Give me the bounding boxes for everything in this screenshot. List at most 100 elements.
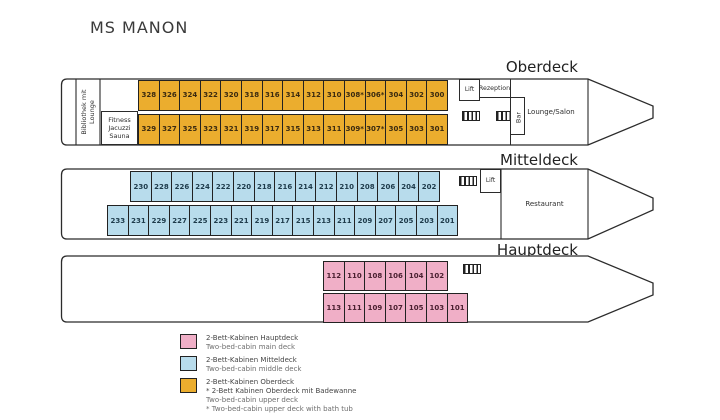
cabin: 326: [158, 79, 181, 111]
cabin: 327: [158, 113, 181, 145]
cabin: 110: [343, 261, 366, 291]
cabin: 213: [312, 205, 335, 236]
cabin: 233: [107, 205, 129, 236]
room-lift-mitteldeck: Lift: [480, 169, 501, 193]
cabin: 215: [292, 205, 314, 236]
room-fitness: Fitness Jacuzzi Sauna: [101, 111, 138, 145]
cabin: 205: [395, 205, 417, 236]
cabin: 304: [385, 79, 407, 111]
cabin: 323: [199, 113, 222, 145]
cabin: 225: [189, 205, 211, 236]
cabin: 301: [426, 113, 448, 145]
deck-oberdeck: Bibliothek mit Lounge Fitness Jacuzzi Sa…: [60, 78, 656, 146]
legend-line: * 2-Bett Kabinen Oberdeck mit Badewanne: [206, 387, 357, 395]
ship-title: MS MANON: [90, 18, 189, 37]
cabin: 306*: [364, 79, 387, 111]
cabin: 307*: [364, 113, 387, 145]
cabin: 305: [385, 113, 407, 145]
deck-label-mitteldeck: Mitteldeck: [500, 151, 578, 169]
cabin: 220: [232, 171, 255, 202]
cabin: 329: [138, 113, 160, 145]
cabin: 312: [302, 79, 325, 111]
room-bibliothek-label: Bibliothek mit Lounge: [79, 89, 96, 135]
cabin: 310: [323, 79, 345, 111]
cabin: 302: [405, 79, 428, 111]
cabin: 230: [130, 171, 152, 202]
stairs-icon: [463, 264, 481, 274]
legend-swatch-hauptdeck: [180, 334, 197, 349]
cabin: 221: [230, 205, 253, 236]
cabin: 201: [436, 205, 459, 236]
legend-swatch-oberdeck: [180, 378, 197, 393]
cabin: 106: [384, 261, 407, 291]
room-rezeption: Rezeption: [479, 79, 510, 98]
legend-line: 2-Bett-Kabinen Oberdeck: [206, 378, 295, 386]
room-bibliothek: Bibliothek mit Lounge: [76, 79, 100, 145]
cabin: 229: [148, 205, 170, 236]
deck-label-oberdeck: Oberdeck: [505, 58, 578, 76]
room-restaurant: Restaurant: [525, 200, 564, 208]
cabin: 318: [240, 79, 263, 111]
cabin: 204: [397, 171, 420, 202]
cabin: 217: [271, 205, 294, 236]
cabin: 209: [354, 205, 376, 236]
cabin: 202: [418, 171, 440, 202]
deck-label-hauptdeck: Hauptdeck: [496, 241, 578, 259]
cabin: 317: [261, 113, 284, 145]
cabin: 216: [274, 171, 296, 202]
cabin: 109: [364, 293, 386, 323]
legend-line: * Two-bed-cabin upper deck with bath tub: [206, 405, 353, 413]
cabin: 303: [405, 113, 428, 145]
cabin: 224: [191, 171, 214, 202]
cabin: 203: [415, 205, 438, 236]
cabin: 218: [253, 171, 276, 202]
cabin: 226: [171, 171, 193, 202]
legend-line: Two-bed-cabin main deck: [206, 343, 296, 351]
cabin: 101: [446, 293, 469, 323]
cabin: 211: [333, 205, 356, 236]
cabin: 212: [315, 171, 337, 202]
cabin: 231: [127, 205, 150, 236]
cabin: 222: [212, 171, 234, 202]
legend-line: Two-bed-cabin middle deck: [206, 365, 302, 373]
cabin: 208: [356, 171, 379, 202]
cabin: 105: [405, 293, 427, 323]
cabin: 322: [199, 79, 222, 111]
cabin: 328: [138, 79, 160, 111]
cabin: 102: [425, 261, 448, 291]
cabin: 214: [294, 171, 317, 202]
cabin: 325: [179, 113, 201, 145]
cabin: 108: [364, 261, 386, 291]
cabin: 104: [405, 261, 427, 291]
stairs-icon: [462, 111, 480, 121]
cabin: 207: [374, 205, 397, 236]
cabin: 300: [426, 79, 448, 111]
room-bar: Bar: [510, 97, 525, 135]
legend-swatch-mitteldeck: [180, 356, 197, 371]
legend-line: 2-Bett-Kabinen Mitteldeck: [206, 356, 297, 364]
cabin: 324: [179, 79, 201, 111]
cabin: 313: [302, 113, 325, 145]
cabin: 219: [251, 205, 273, 236]
cabin: 210: [335, 171, 358, 202]
cabin: 316: [261, 79, 284, 111]
cabin: 103: [425, 293, 448, 323]
cabin: 321: [220, 113, 242, 145]
cabin: 315: [282, 113, 304, 145]
legend-line: Two-bed-cabin upper deck: [206, 396, 299, 404]
cabin: 309*: [343, 113, 366, 145]
cabin: 112: [323, 261, 345, 291]
cabin: 113: [323, 293, 345, 323]
cabin: 320: [220, 79, 242, 111]
cabin: 308*: [343, 79, 366, 111]
cabin: 311: [323, 113, 345, 145]
